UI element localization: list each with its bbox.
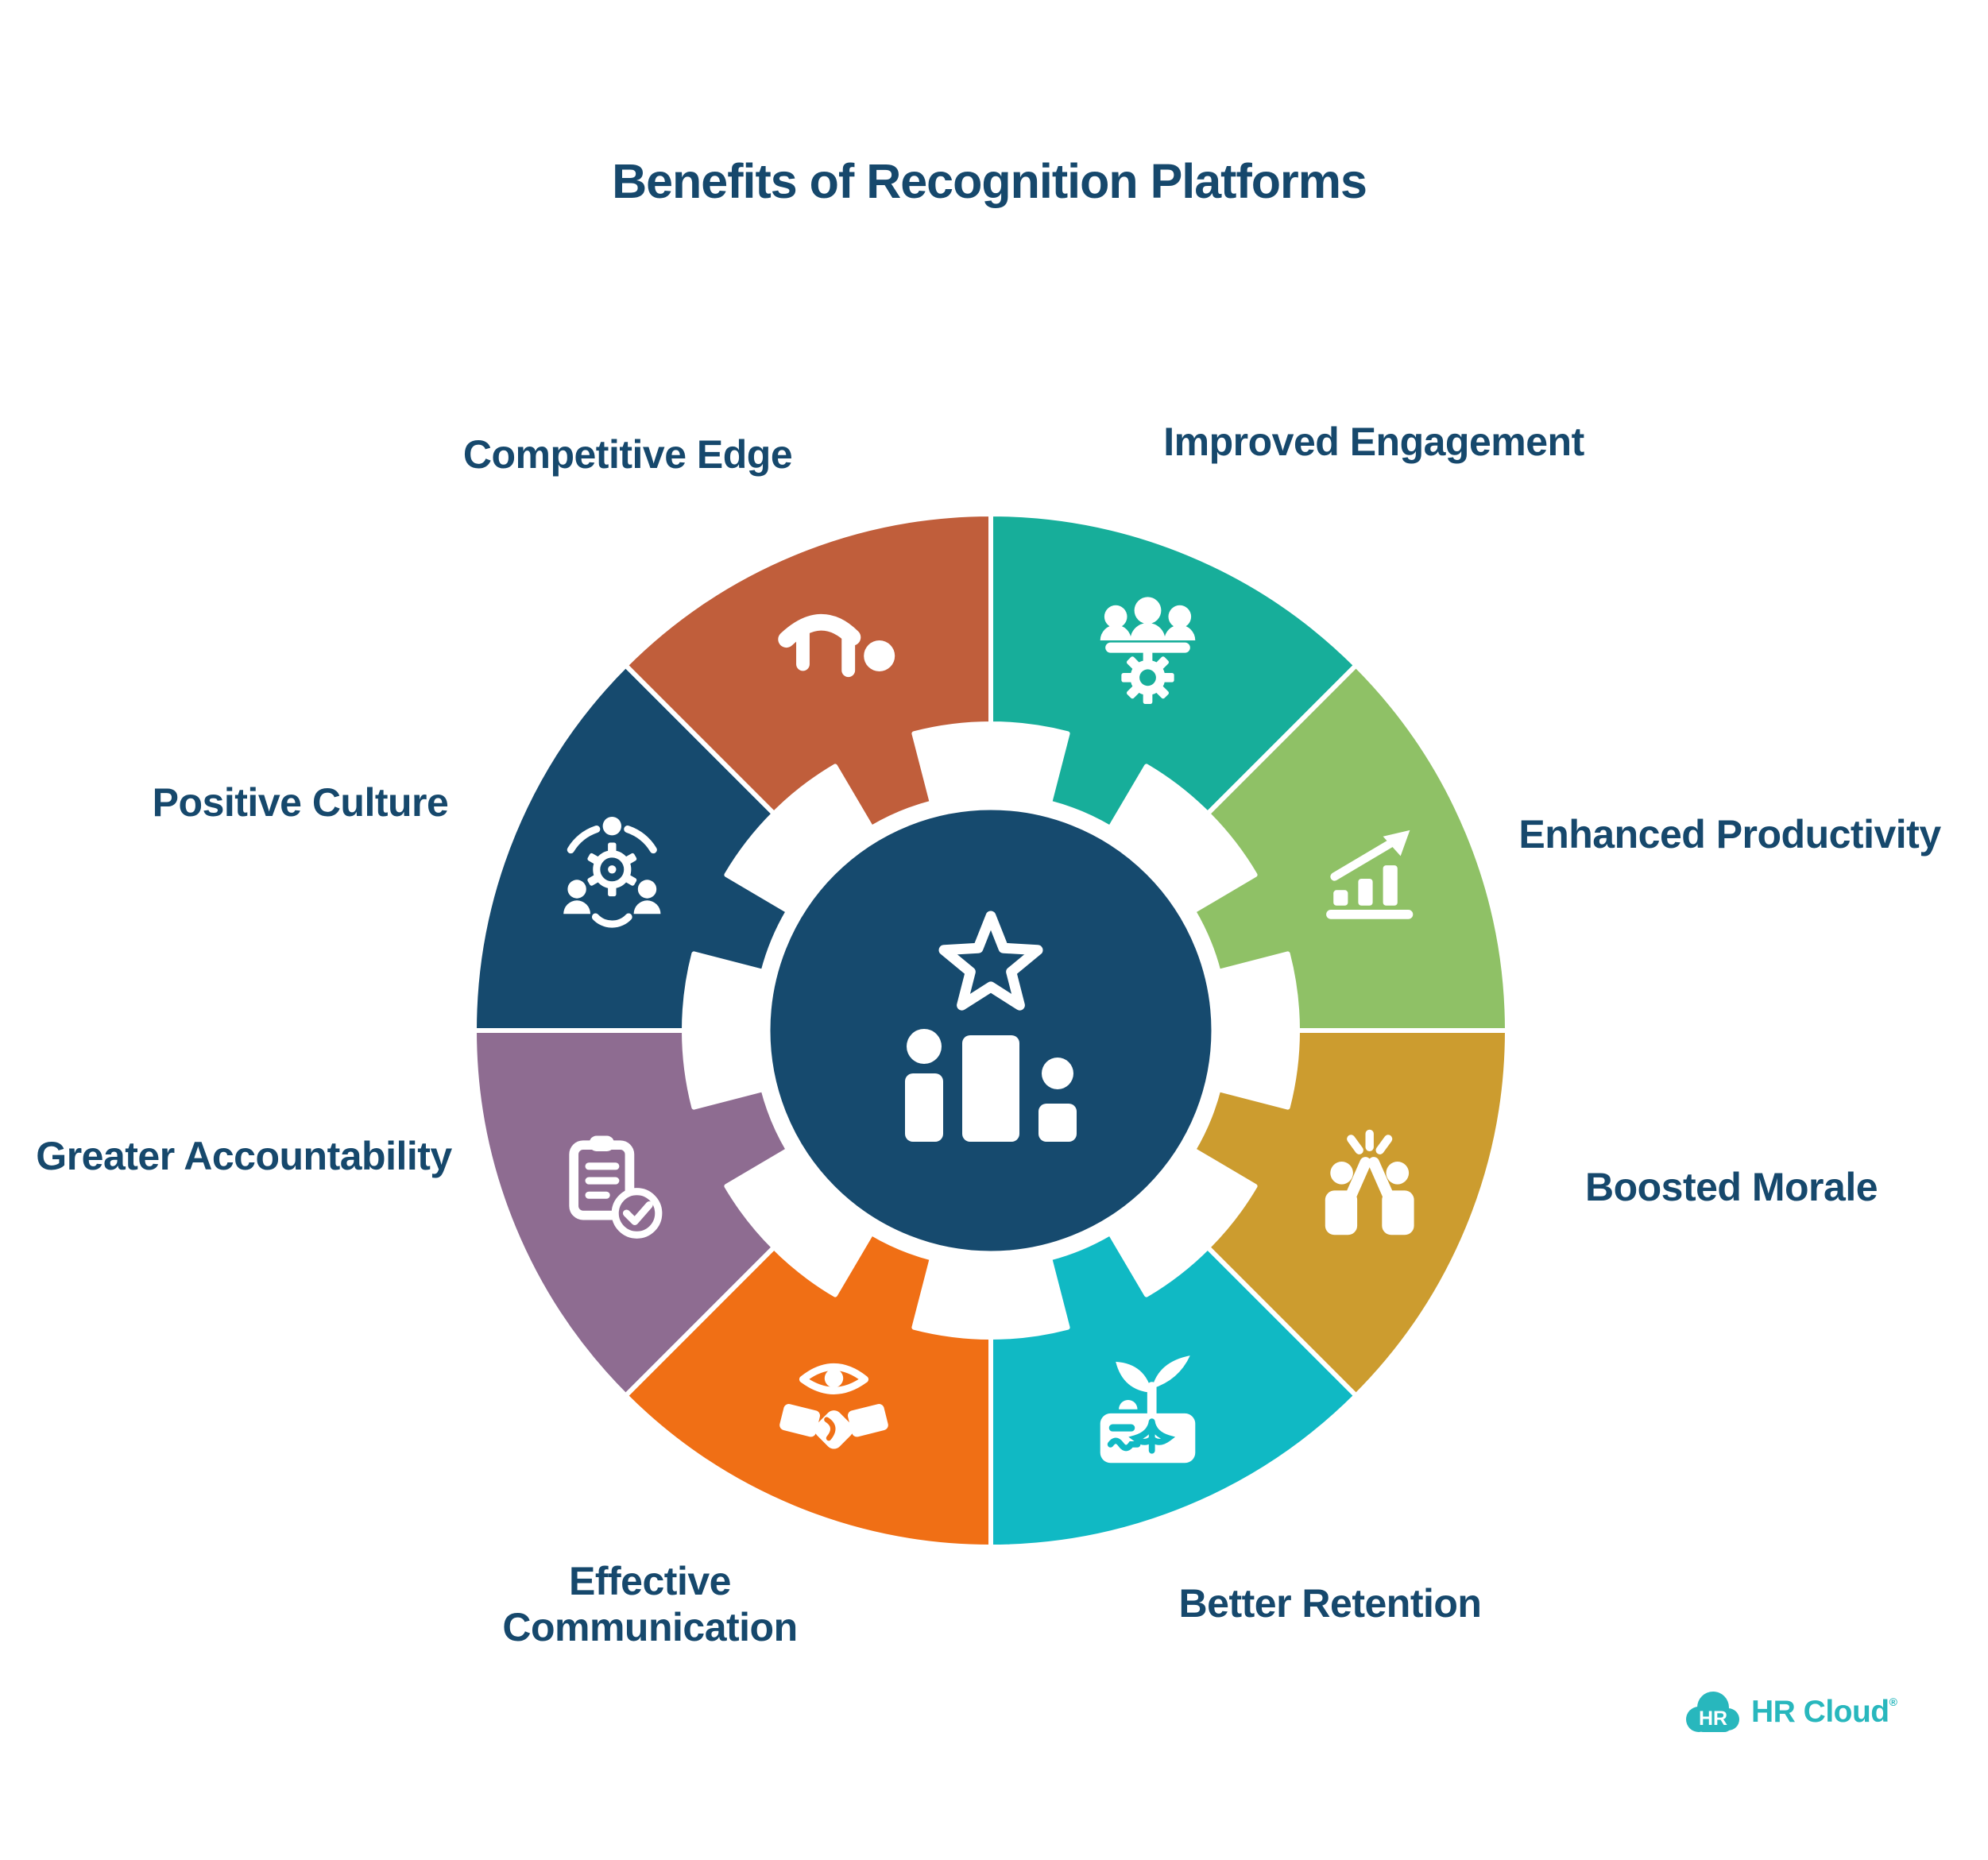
community-gear-icon — [563, 817, 661, 928]
segment-label-effective-communication: Effective Communication — [502, 1559, 798, 1649]
segment-competitive-edge — [623, 512, 993, 830]
segment-label-boosted-morale: Boosted Morale — [1584, 1165, 1878, 1209]
team-gear-icon — [1100, 597, 1196, 704]
growth-chart-icon — [1326, 829, 1414, 919]
segment-label-positive-culture: Positive Culture — [152, 780, 449, 825]
clipboard-check-icon — [569, 1135, 663, 1239]
plant-roots-icon — [1100, 1355, 1196, 1464]
podium-star-icon — [905, 911, 1077, 1142]
hr-cloud-wordmark: HR Cloud® — [1751, 1695, 1897, 1729]
center-circle — [763, 802, 1219, 1259]
high-five-icon — [1325, 1129, 1414, 1235]
segment-label-enhanced-productivity: Enhanced Productivity — [1518, 812, 1941, 857]
segment-label-greater-accountability: Greater Accountability — [36, 1134, 452, 1178]
runner-icon — [778, 613, 895, 678]
registered-mark: ® — [1889, 1696, 1897, 1708]
hr-badge-text: HR — [1699, 1707, 1727, 1730]
segment-label-competitive-edge: Competitive Edge — [462, 432, 793, 477]
segment-label-improved-engagement: Improved Engagement — [1163, 420, 1584, 464]
segment-label-better-retention: Better Retention — [1178, 1581, 1482, 1626]
hr-cloud-icon: HR — [1686, 1692, 1739, 1732]
page-title: Benefits of Recognition Platforms — [612, 154, 1367, 208]
handshake-eye-icon — [779, 1363, 888, 1449]
hr-cloud-logo: HR HR Cloud® — [1683, 1689, 1897, 1735]
